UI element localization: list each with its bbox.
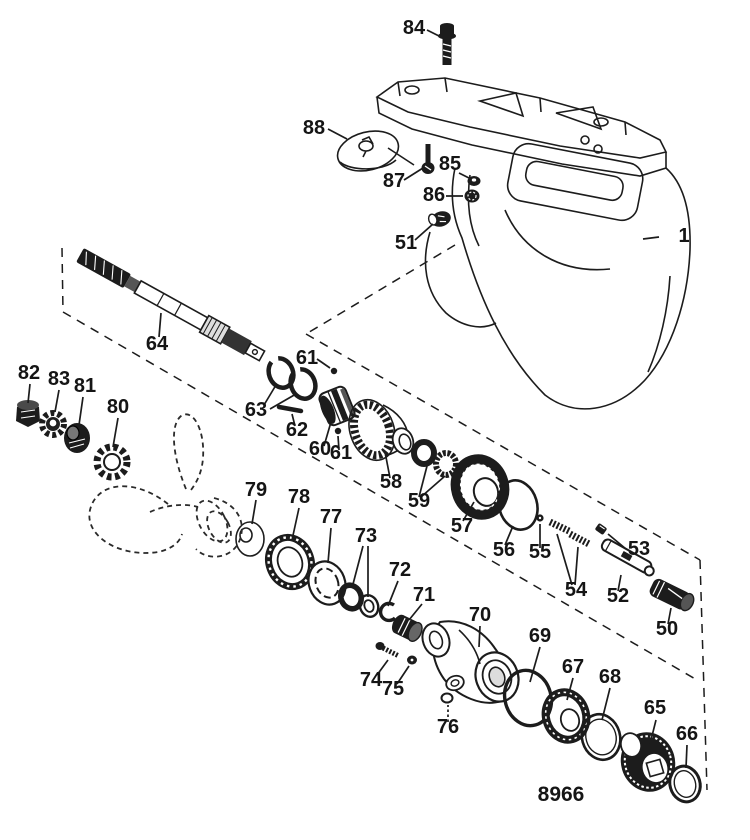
o-ring-69	[502, 668, 554, 728]
guide-block-50	[649, 578, 695, 612]
part-label-68: 68	[599, 666, 621, 688]
bushing-71	[391, 614, 423, 643]
part-label-76: 76	[437, 716, 459, 738]
fitting-51	[427, 211, 451, 227]
part-label-70: 70	[469, 604, 491, 626]
springs-54	[548, 518, 591, 548]
part-label-66: 66	[676, 723, 698, 745]
ball-bearing-78	[264, 533, 316, 591]
o-ring-66	[668, 764, 702, 804]
part-label-73: 73	[355, 525, 377, 547]
part-label-74: 74	[360, 669, 383, 691]
trim-tab-anode-88	[336, 130, 415, 172]
part-label-72: 72	[389, 559, 411, 581]
part-label-55: 55	[529, 541, 551, 563]
cam-follower-53	[595, 523, 607, 535]
bearing-carrier-70	[421, 620, 520, 704]
gearcase-housing	[375, 77, 691, 410]
part-label-78: 78	[288, 486, 310, 508]
spline-washer-80	[93, 443, 131, 481]
part-label-51: 51	[395, 232, 417, 254]
part-label-75: 75	[382, 678, 404, 700]
screw-87	[421, 144, 435, 174]
locknut-86	[464, 189, 480, 203]
detent-pin-55	[536, 514, 544, 522]
part-label-53: 53	[628, 538, 650, 560]
detent-61a	[330, 367, 338, 375]
assembly-axis-dashed-outline	[61, 244, 708, 791]
part-label-52: 52	[607, 585, 629, 607]
part-label-85: 85	[439, 153, 461, 175]
bolt-84	[438, 23, 456, 65]
part-label-81: 81	[74, 375, 96, 397]
propeller-shaft-64	[76, 248, 266, 362]
part-label-58: 58	[380, 471, 402, 493]
part-label-83: 83	[48, 368, 70, 390]
part-label-61a: 61	[296, 347, 318, 369]
part-label-84: 84	[403, 17, 426, 39]
part-label-80: 80	[107, 396, 129, 418]
part-label-82: 82	[18, 362, 40, 384]
part-label-54: 54	[565, 579, 588, 601]
part-label-57: 57	[451, 515, 473, 537]
clutch-dog-60	[318, 385, 356, 427]
part-label-63: 63	[245, 399, 267, 421]
diagram-code: 8966	[538, 783, 585, 806]
tab-washer-83	[39, 410, 67, 438]
shift-cam-52	[600, 538, 655, 577]
part-label-62: 62	[286, 419, 308, 441]
pin-62	[276, 404, 304, 414]
part-label-50: 50	[656, 618, 678, 640]
nut-75	[407, 655, 417, 665]
part-label-56: 56	[493, 539, 515, 561]
part-label-59: 59	[408, 490, 430, 512]
forward-gear-58	[348, 398, 415, 462]
bearing-67	[541, 688, 591, 744]
bevel-gear-65	[619, 732, 676, 792]
part-label-86: 86	[423, 184, 445, 206]
part-label-60: 60	[309, 438, 331, 460]
propeller-sketch	[88, 413, 243, 558]
snap-ring-72	[378, 601, 397, 623]
tapered-bearing-57	[450, 454, 510, 520]
screw-74	[375, 642, 401, 659]
seal-and-washer-73	[337, 582, 380, 618]
part-label-65: 65	[644, 697, 666, 719]
ring-halves-63	[266, 356, 318, 401]
part-label-61b: 61	[330, 442, 352, 464]
part-labels: 84 88 87 85 86 51 1 64 82 83 81 80 63 61…	[18, 17, 698, 745]
scalloped-washer-77	[307, 560, 347, 606]
prop-nut-82	[16, 400, 40, 427]
part-label-79: 79	[245, 479, 267, 501]
part-label-71: 71	[413, 584, 435, 606]
thrust-hub-81	[64, 423, 90, 453]
detent-61b	[334, 427, 342, 435]
part-label-64: 64	[146, 333, 169, 355]
part-label-69: 69	[529, 625, 551, 647]
shim-ring-68	[580, 712, 622, 762]
bearing-rollers-59	[411, 439, 459, 478]
part-label-67: 67	[562, 656, 584, 678]
washer-79	[235, 521, 265, 557]
part-label-87: 87	[383, 170, 405, 192]
part-label-1: 1	[678, 225, 689, 247]
o-ring-56	[497, 479, 539, 531]
leader-lines	[27, 29, 688, 769]
part-label-88: 88	[303, 117, 325, 139]
clip-76	[440, 692, 454, 704]
part-label-77: 77	[320, 506, 342, 528]
